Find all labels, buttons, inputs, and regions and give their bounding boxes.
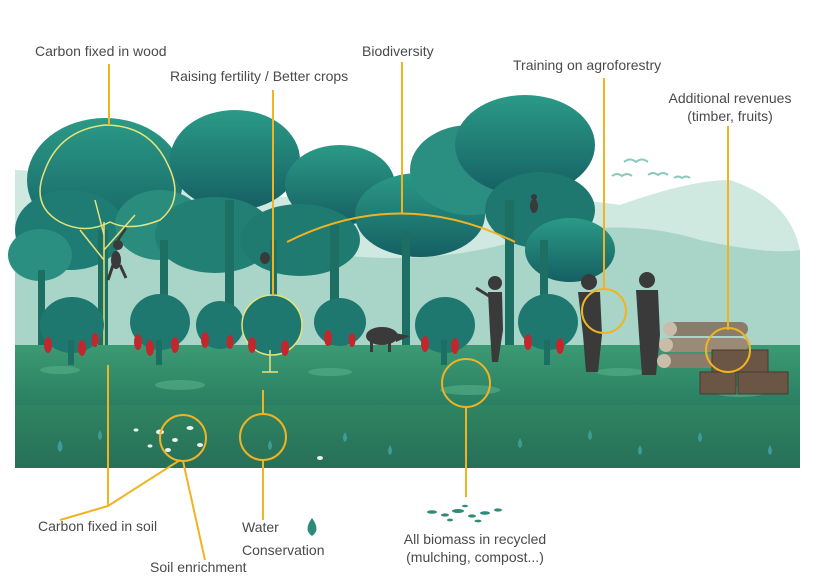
water-drop-icon xyxy=(307,518,317,536)
monkey-icon xyxy=(106,227,128,281)
label-soil-enrichment: Soil enrichment xyxy=(150,559,247,575)
label-additional-revenues: Additional revenues (timber, fruits) xyxy=(650,89,810,125)
water-drop-icon xyxy=(57,430,772,455)
label-water: Water xyxy=(242,519,279,535)
label-biomass-recycled: All biomass in recycled (mulching, compo… xyxy=(380,530,570,566)
label-training-on-agroforestry: Training on agroforestry xyxy=(513,57,662,73)
farmer-icon xyxy=(636,272,660,375)
label-biomass-line2: (mulching, compost...) xyxy=(406,549,544,565)
farmer-icon xyxy=(578,274,602,372)
soil-band xyxy=(15,405,800,468)
label-carbon-fixed-in-soil: Carbon fixed in soil xyxy=(38,518,158,534)
label-additional-revenues-line2: (timber, fruits) xyxy=(687,108,773,124)
label-additional-revenues-line1: Additional revenues xyxy=(668,90,792,106)
perched-bird-icon xyxy=(530,194,538,213)
farmer-icon xyxy=(475,276,503,362)
grass-ground xyxy=(15,345,800,405)
boar-icon xyxy=(366,327,410,352)
mulch-icon xyxy=(427,504,502,523)
bird-icon xyxy=(611,158,691,180)
label-biomass-line1: All biomass in recycled xyxy=(403,531,547,547)
cocoa-trees xyxy=(40,294,578,373)
callouts xyxy=(59,62,751,561)
label-carbon-fixed-in-wood: Carbon fixed in wood xyxy=(35,43,167,59)
crate-icon xyxy=(699,349,789,395)
label-raising-fertility: Raising fertility / Better crops xyxy=(170,68,349,84)
small-animal-icon xyxy=(260,252,270,264)
label-conservation: Conservation xyxy=(242,542,325,558)
label-biodiversity: Biodiversity xyxy=(362,43,434,59)
